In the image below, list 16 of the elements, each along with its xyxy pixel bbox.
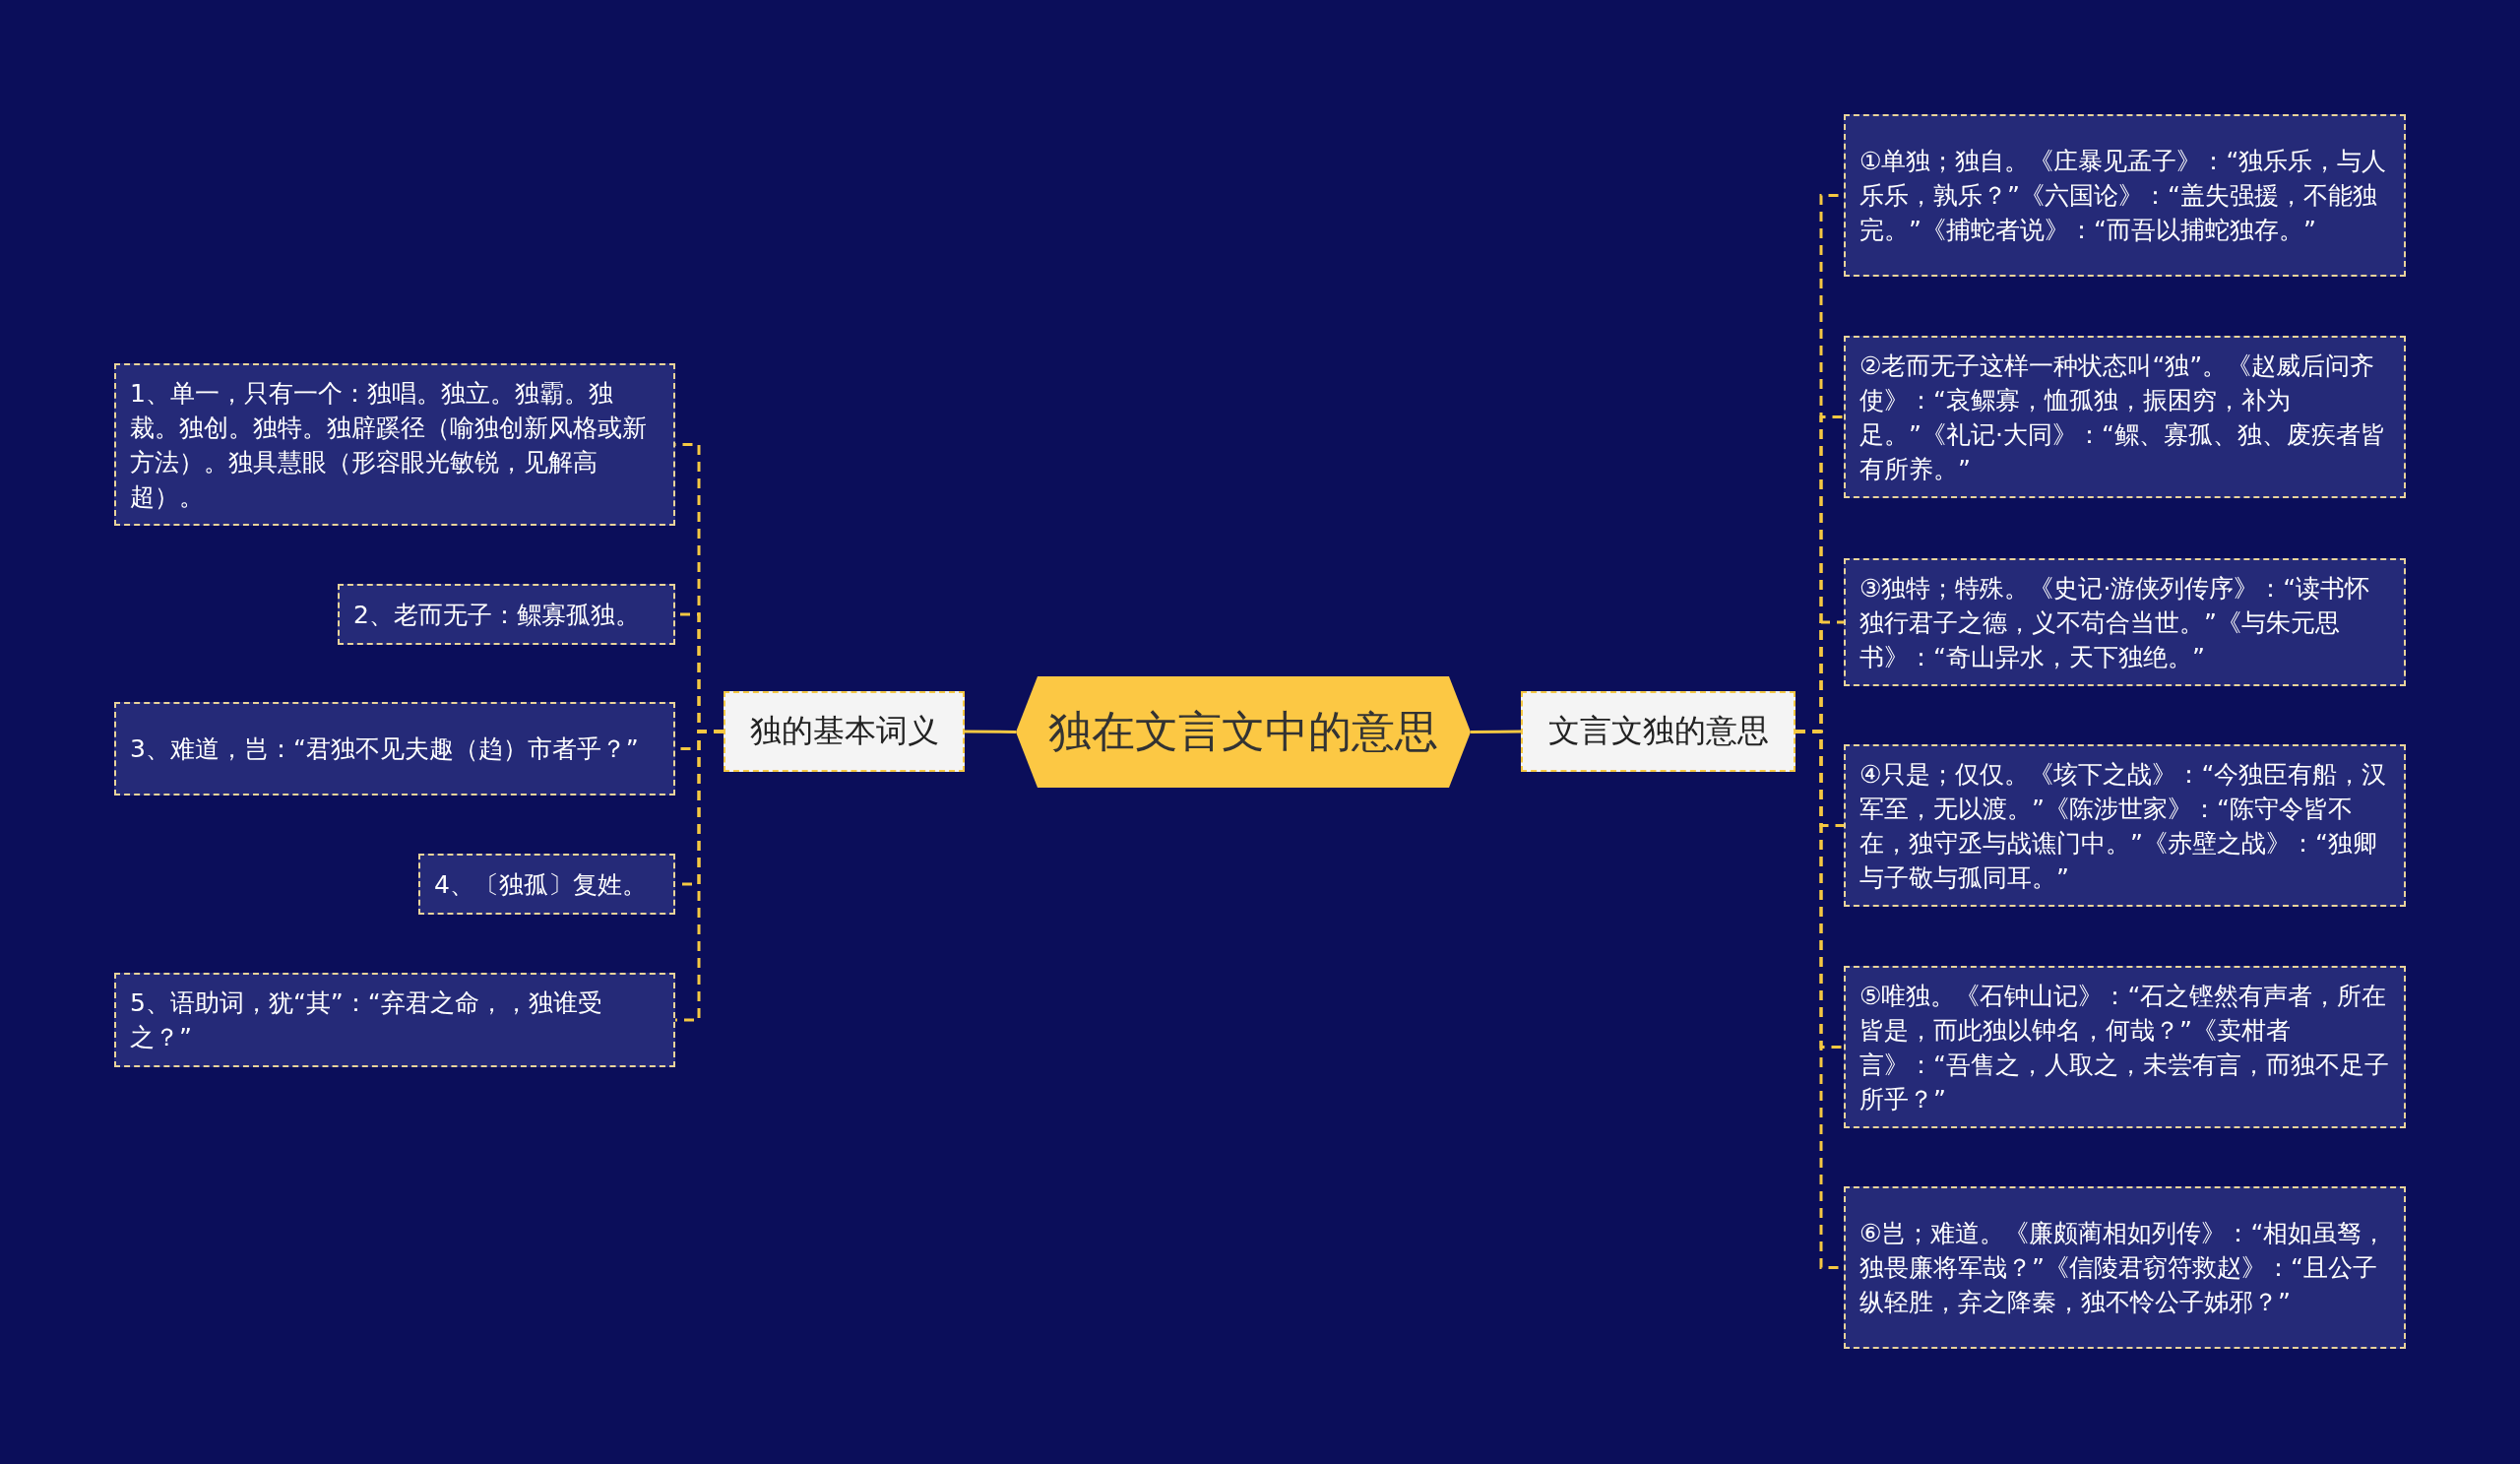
- text-box: 3、难道，岂：“君独不见夫趣（趋）市者乎？”: [114, 702, 675, 796]
- connector-line: [1471, 730, 1521, 733]
- text-box: ①单独；独自。《庄暴见孟子》：“独乐乐，与人乐乐，孰乐？”《六国论》：“盖失强援，不能独完。”《捕蛇者说》：“而吾以捕蛇独存。”: [1844, 114, 2406, 277]
- text-box: 5、语助词，犹“其”：“弃君之命，，独谁受之？”: [114, 973, 675, 1067]
- text-box: 2、老而无子：鳏寡孤独。: [338, 584, 675, 645]
- branch-box: 文言文独的意思: [1521, 691, 1796, 772]
- text-box: ④只是；仅仅。《垓下之战》：“今独臣有船，汉军至，无以渡。”《陈涉世家》：“陈守令皆不在，独守丞与战谯门中。”《赤壁之战》：“独卿与子敬与孤同耳。”: [1844, 744, 2406, 907]
- text-box: ⑥岂；难道。《廉颇蔺相如列传》：“相如虽驽，独畏廉将军哉？”《信陵君窃符救赵》：“且公子纵轻胜，弃之降秦，独不怜公子姊邪？”: [1844, 1186, 2406, 1349]
- text-box: ②老而无子这样一种状态叫“独”。《赵威后问齐使》：“哀鳏寡，恤孤独，振困穷，补为足。”《礼记·大同》：“鳏、寡孤、独、废疾者皆有所养。”: [1844, 336, 2406, 498]
- text-box: 4、〔独孤〕复姓。: [418, 854, 675, 915]
- connector-line: [965, 730, 1016, 733]
- text-box: ⑤唯独。《石钟山记》：“石之铿然有声者，所在皆是，而此独以钟名，何哉？”《卖柑者言》：“吾售之，人取之，未尝有言，而独不足子所乎？”: [1844, 966, 2406, 1128]
- text-box: ③独特；特殊。《史记·游侠列传序》：“读书怀独行君子之德，义不苟合当世。”《与朱元思书》：“奇山异水，天下独绝。”: [1844, 558, 2406, 686]
- topic-title: 独在文言文中的意思: [1048, 705, 1438, 758]
- branch-box: 独的基本词义: [724, 691, 965, 772]
- text-box: 1、单一，只有一个：独唱。独立。独霸。独裁。独创。独特。独辟蹊径（喻独创新风格或新方法）。独具慧眼（形容眼光敏锐，见解高超）。: [114, 363, 675, 526]
